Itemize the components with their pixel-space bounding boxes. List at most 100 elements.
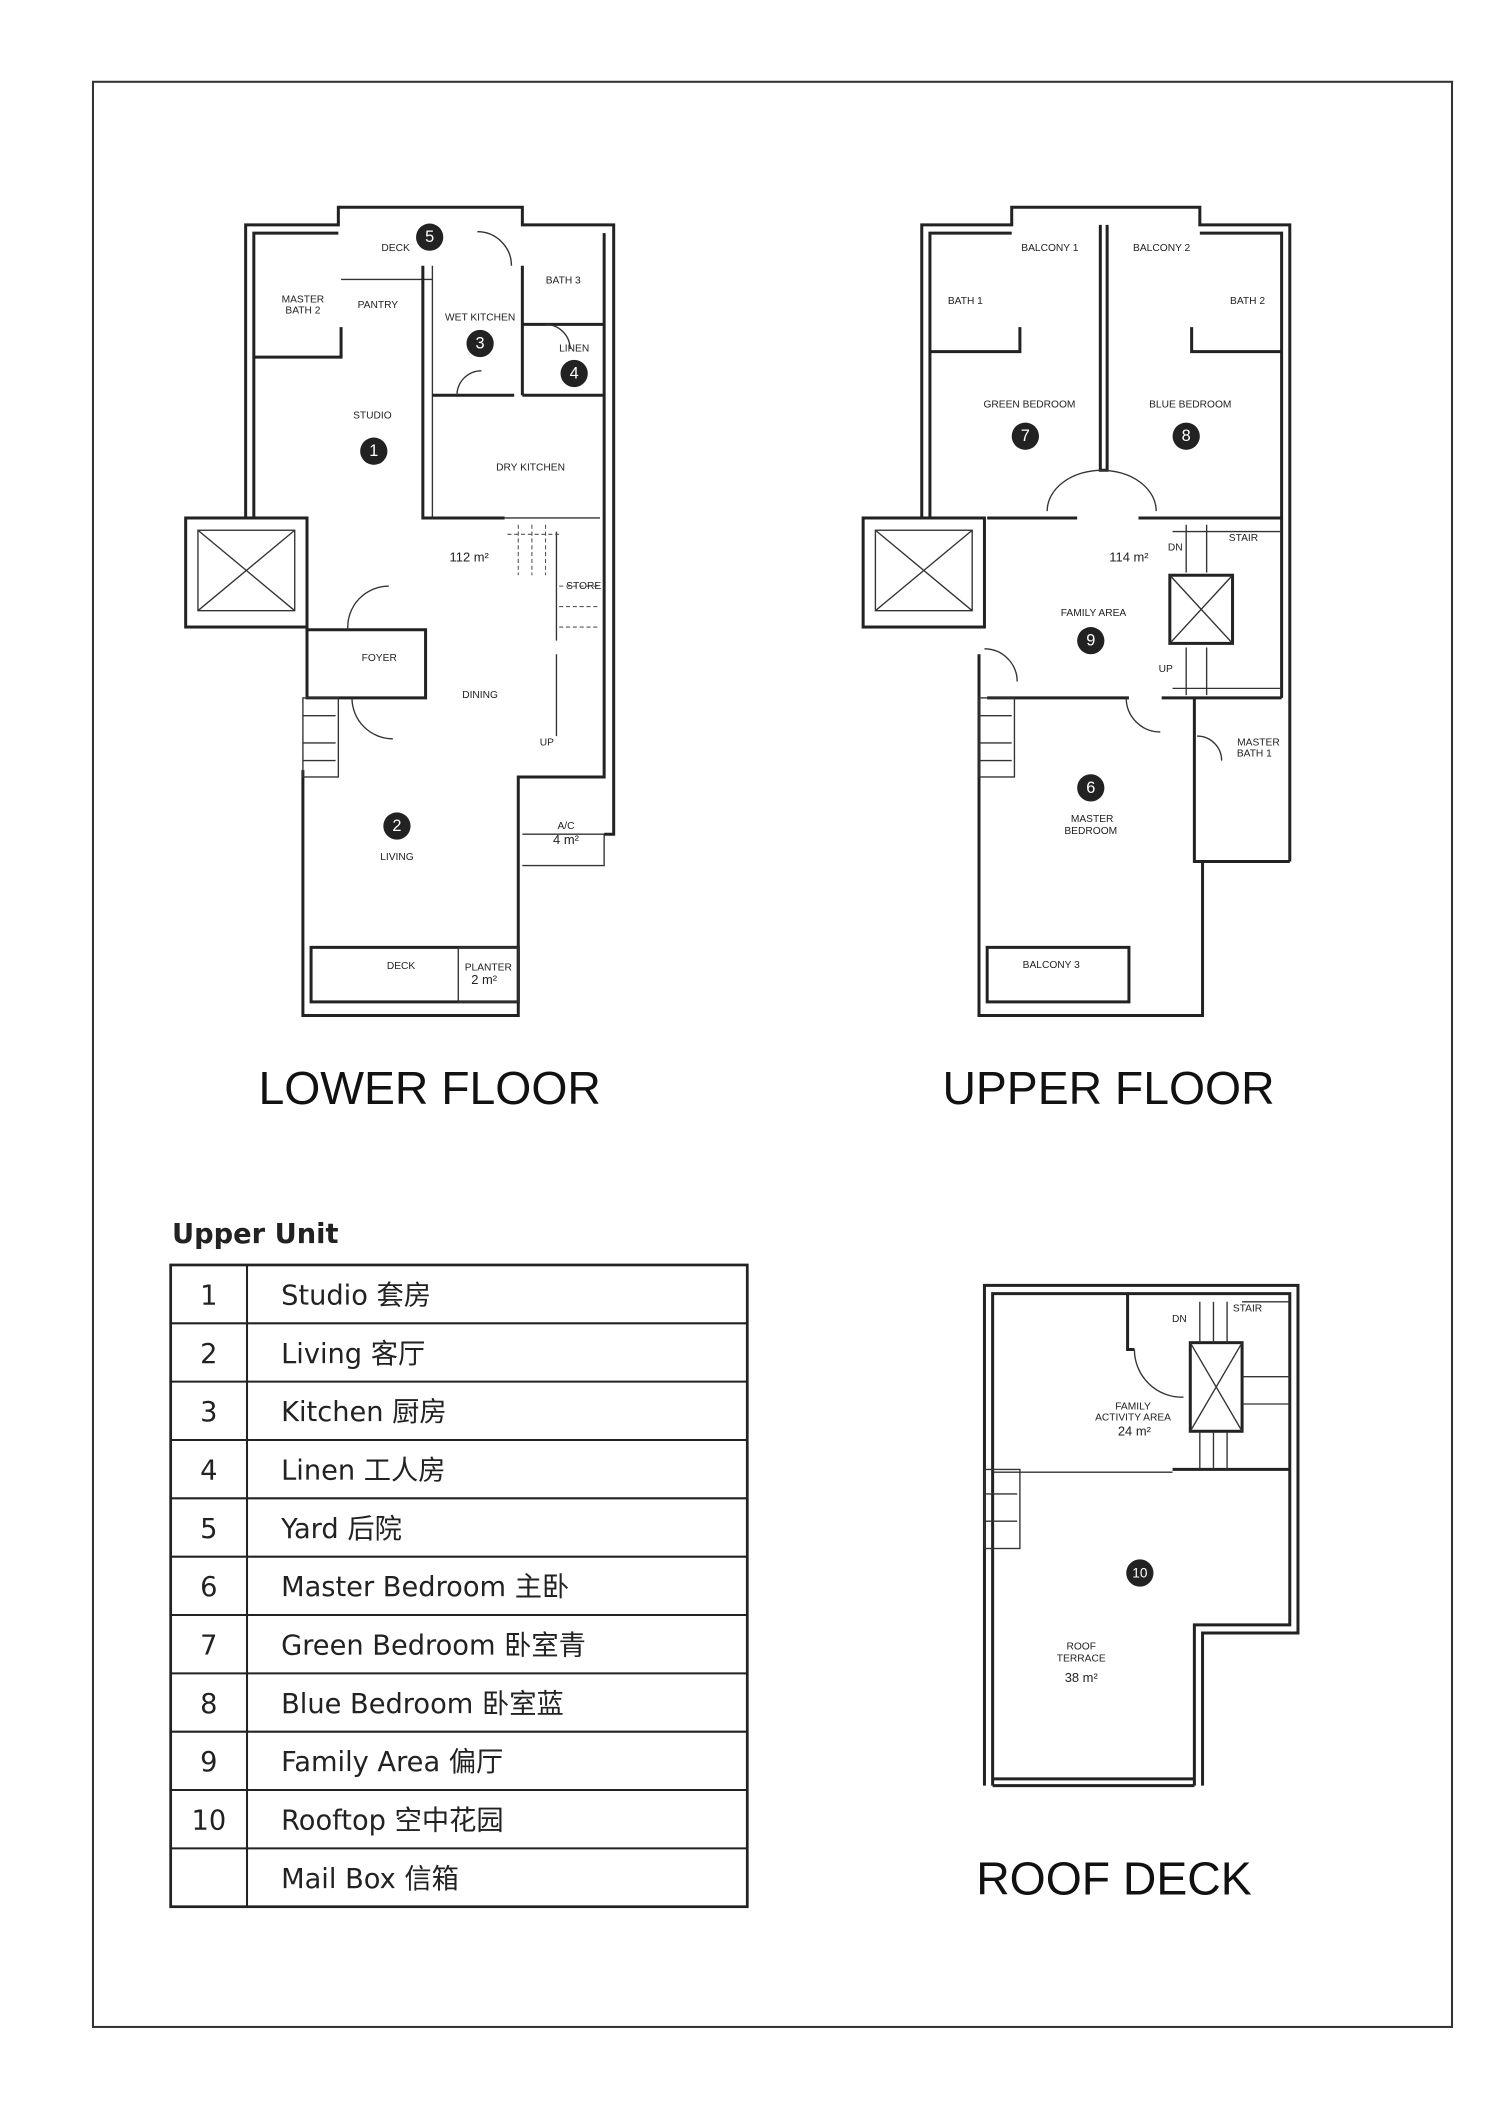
room-label-balcony-3: BALCONY 3 bbox=[1023, 960, 1080, 971]
room-label-balcony-2: BALCONY 2 bbox=[1133, 243, 1190, 254]
family-activity-area-size: 24 m² bbox=[1118, 1423, 1152, 1438]
legend-row: 6 Master Bedroom 主卧 bbox=[170, 1555, 748, 1603]
room-label-living: LIVING bbox=[380, 852, 414, 863]
legend-heading: Upper Unit bbox=[172, 1219, 338, 1250]
room-label-deck: DECK bbox=[387, 961, 416, 972]
legend-row: 3 Kitchen 厨房 bbox=[170, 1380, 748, 1428]
svg-text:10: 10 bbox=[1132, 1566, 1148, 1581]
legend-number: 2 bbox=[200, 1339, 217, 1370]
legend-row: 10 Rooftop 空中花园 bbox=[170, 1789, 748, 1837]
legend-number: 8 bbox=[200, 1689, 217, 1720]
room-label-ac: A/C bbox=[557, 821, 574, 832]
stair-up-label: UP bbox=[540, 738, 554, 749]
room-label-family-area: FAMILY AREA bbox=[1061, 608, 1127, 619]
room-label-blue-bedroom: BLUE BEDROOM bbox=[1149, 400, 1231, 411]
room-label-pantry: PANTRY bbox=[358, 300, 399, 311]
room-label-master-bedroom: BEDROOM bbox=[1064, 826, 1117, 837]
upper-floor-plan: BALCONY 1 BALCONY 2 BATH 1 BATH 2 GREEN … bbox=[861, 205, 1292, 1114]
legend-table-border bbox=[169, 1263, 749, 1909]
svg-text:6: 6 bbox=[1086, 779, 1095, 797]
room-label-bath-1: BATH 1 bbox=[948, 296, 983, 307]
room-marker-6: 6 bbox=[1077, 774, 1105, 802]
room-label-green-bedroom: GREEN BEDROOM bbox=[983, 400, 1075, 411]
room-label-master-bath-2: BATH 2 bbox=[285, 306, 320, 317]
legend-label: Green Bedroom 卧室青 bbox=[281, 1631, 586, 1662]
svg-text:8: 8 bbox=[1182, 427, 1191, 445]
legend-label: Master Bedroom 主卧 bbox=[281, 1572, 569, 1603]
room-label-roof-terrace: ROOF bbox=[1066, 1641, 1096, 1652]
stair-label: STAIR bbox=[1233, 1303, 1262, 1314]
room-marker-4: 4 bbox=[560, 359, 588, 388]
svg-text:4: 4 bbox=[570, 364, 579, 382]
legend-row: 8 Blue Bedroom 卧室蓝 bbox=[170, 1672, 748, 1720]
room-label-balcony-1: BALCONY 1 bbox=[1021, 243, 1078, 254]
lower-floor-title: LOWER FLOOR bbox=[258, 1062, 600, 1114]
legend-number: 1 bbox=[200, 1280, 217, 1311]
ac-area: 4 m² bbox=[553, 832, 580, 847]
legend-row: Mail Box 信箱 bbox=[170, 1847, 748, 1895]
legend-number: 6 bbox=[200, 1572, 217, 1603]
room-legend: Upper Unit 1 Studio 套房 2 Living 客厅 3 Kitchen … bbox=[169, 1219, 749, 1909]
legend-row: 2 Living 客厅 bbox=[170, 1322, 748, 1370]
planter-area: 2 m² bbox=[471, 972, 498, 987]
legend-label: Kitchen 厨房 bbox=[281, 1397, 447, 1428]
roof-terrace-area: 38 m² bbox=[1065, 1670, 1099, 1685]
room-label-master-bath-1: MASTER bbox=[1237, 738, 1280, 749]
room-label-foyer: FOYER bbox=[362, 653, 397, 664]
svg-text:5: 5 bbox=[425, 228, 434, 246]
room-marker-1: 1 bbox=[360, 437, 388, 465]
svg-text:1: 1 bbox=[369, 442, 378, 460]
room-marker-7: 7 bbox=[1011, 422, 1039, 450]
legend-label: Studio 套房 bbox=[281, 1280, 431, 1311]
legend-number: 3 bbox=[200, 1397, 217, 1428]
svg-text:9: 9 bbox=[1086, 632, 1095, 650]
floor-area: 112 m² bbox=[450, 550, 490, 565]
room-label-master-bedroom: MASTER bbox=[1071, 814, 1114, 825]
legend-label: Linen 工人房 bbox=[281, 1456, 445, 1487]
room-label-roof-terrace: TERRACE bbox=[1057, 1654, 1106, 1665]
floor-area: 114 m² bbox=[1109, 550, 1149, 565]
legend-row: 7 Green Bedroom 卧室青 bbox=[170, 1613, 748, 1662]
room-label-deck: DECK bbox=[381, 243, 410, 254]
room-marker-8: 8 bbox=[1172, 422, 1200, 450]
room-marker-9: 9 bbox=[1077, 627, 1105, 655]
legend-number: 7 bbox=[200, 1631, 217, 1662]
legend-row: 1 Studio 套房 bbox=[200, 1280, 431, 1311]
legend-label: Rooftop 空中花园 bbox=[281, 1806, 503, 1837]
legend-number: 5 bbox=[200, 1514, 217, 1545]
room-label-family-activity-area: ACTIVITY AREA bbox=[1095, 1412, 1171, 1423]
legend-number: 10 bbox=[192, 1806, 227, 1837]
legend-label: Blue Bedroom 卧室蓝 bbox=[281, 1689, 564, 1720]
room-label-master-bath-2: MASTER bbox=[282, 295, 325, 306]
stair-down-label: DN bbox=[1172, 1314, 1187, 1325]
room-label-planter: PLANTER bbox=[465, 963, 512, 974]
room-label-dining: DINING bbox=[462, 690, 498, 701]
stair-up-label: UP bbox=[1159, 664, 1173, 675]
room-label-family-activity-area: FAMILY bbox=[1115, 1401, 1151, 1412]
room-label-dry-kitchen: DRY KITCHEN bbox=[496, 462, 565, 473]
room-label-store: STORE bbox=[566, 581, 601, 592]
room-label-linen: LINEN bbox=[559, 344, 589, 355]
roof-deck-plan: STAIR DN FAMILY ACTIVITY AREA 24 m² ROOF… bbox=[976, 1283, 1300, 1905]
room-marker-2: 2 bbox=[383, 812, 411, 840]
legend-label: Living 客厅 bbox=[281, 1339, 425, 1370]
room-label-bath-2: BATH 2 bbox=[1230, 296, 1265, 307]
room-label-wet-kitchen: WET KITCHEN bbox=[445, 312, 515, 323]
legend-label: Mail Box 信箱 bbox=[281, 1864, 459, 1895]
page-frame bbox=[91, 80, 1454, 2028]
room-label-master-bath-1: BATH 1 bbox=[1237, 749, 1272, 760]
room-label-bath-3: BATH 3 bbox=[546, 276, 581, 287]
room-marker-10: 10 bbox=[1126, 1559, 1154, 1587]
svg-text:2: 2 bbox=[392, 817, 401, 835]
lower-floor-plan: DECK PANTRY MASTER BATH 2 BATH 3 WET KIT… bbox=[184, 205, 616, 1114]
room-marker-3: 3 bbox=[466, 329, 494, 358]
stair-label: STAIR bbox=[1229, 533, 1258, 544]
legend-label: Yard 后院 bbox=[280, 1514, 402, 1545]
stair-down-label: DN bbox=[1168, 543, 1183, 554]
legend-label: Family Area 偏厅 bbox=[281, 1747, 503, 1778]
svg-text:7: 7 bbox=[1021, 427, 1030, 445]
